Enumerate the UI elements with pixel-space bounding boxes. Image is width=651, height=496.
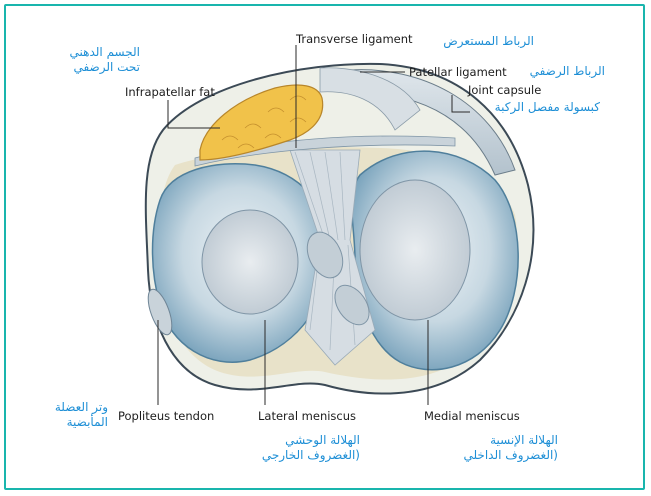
medial-tibial-condyle: [360, 180, 470, 320]
label-ar-lateral-meniscus-line1: الهلالة الوحشي: [248, 433, 360, 448]
label-popliteus-tendon: Popliteus tendon: [118, 410, 214, 423]
label-ar-infrapatellar-fat-line2: تحت الرضفي: [30, 60, 140, 75]
label-ar-transverse-ligament: الرباط المستعرض: [424, 34, 534, 49]
label-ar-medial-meniscus-line1: الهلالة الإنسية: [440, 433, 558, 448]
lateral-tibial-condyle: [202, 210, 298, 314]
label-medial-meniscus: Medial meniscus: [424, 410, 520, 423]
label-ar-medial-meniscus: الهلالة الإنسية (الغضروف الداخلي: [440, 433, 558, 463]
label-ar-patellar-ligament: الرباط الرضفي: [525, 64, 605, 79]
label-ar-popliteus-tendon-line1: وتر العضلة: [30, 400, 108, 415]
label-ar-joint-capsule: كبسولة مفصل الركبة: [480, 100, 600, 115]
label-ar-lateral-meniscus-line2: (الغضروف الخارجي: [248, 448, 360, 463]
label-transverse-ligament: Transverse ligament: [296, 33, 413, 46]
label-ar-popliteus-tendon: وتر العضلة المأبضية: [30, 400, 108, 430]
label-ar-popliteus-tendon-line2: المأبضية: [30, 415, 108, 430]
label-ar-medial-meniscus-line2: (الغضروف الداخلي: [440, 448, 558, 463]
label-patellar-ligament: Patellar ligament: [409, 66, 507, 79]
label-lateral-meniscus: Lateral meniscus: [258, 410, 356, 423]
label-infrapatellar-fat: Infrapatellar fat: [125, 86, 215, 99]
label-ar-lateral-meniscus: الهلالة الوحشي (الغضروف الخارجي: [248, 433, 360, 463]
label-joint-capsule: Joint capsule: [468, 84, 541, 97]
label-ar-infrapatellar-fat-line1: الجسم الدهني: [30, 45, 140, 60]
label-ar-infrapatellar-fat: الجسم الدهني تحت الرضفي: [30, 45, 140, 75]
